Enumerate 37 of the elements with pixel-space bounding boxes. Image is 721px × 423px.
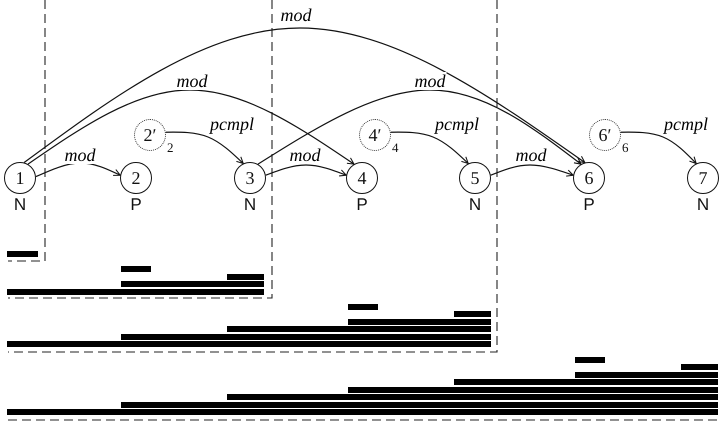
node-number: 7 [698, 169, 708, 187]
edge-label: pcmpl [434, 115, 480, 133]
node-number: 1 [16, 169, 24, 187]
category-label: N [14, 196, 26, 213]
arrow [24, 27, 586, 164]
edge-label: mod [288, 146, 322, 164]
subscript-label: 6 [622, 141, 628, 154]
arrow [258, 89, 582, 165]
category-label: N [244, 196, 256, 213]
edge-label: pcmpl [209, 115, 255, 133]
edge-label: mod [280, 6, 312, 24]
category-label: P [130, 196, 142, 213]
arrow [28, 89, 355, 165]
arrow [390, 132, 469, 164]
arrow [266, 164, 347, 176]
node-number: 3 [246, 169, 254, 187]
subscript-label: 4 [392, 141, 398, 154]
node-number: 4 [358, 169, 366, 187]
category-label: P [583, 196, 595, 213]
node-number: 2 [132, 169, 140, 187]
node-number: 6 [584, 169, 594, 187]
edge-label: mod [176, 72, 208, 90]
arrow [166, 132, 244, 164]
subscript-label: 2 [167, 141, 174, 154]
arrow [490, 164, 574, 177]
node-number: 5 [470, 169, 480, 187]
edge-label: mod [514, 146, 548, 164]
category-label: N [696, 196, 710, 213]
edge-label: pcmpl [663, 115, 709, 133]
node-number: 6′ [598, 126, 612, 144]
arrow [620, 132, 697, 164]
category-label: N [468, 196, 482, 213]
edge-label: mod [64, 146, 96, 164]
node-number: 4′ [368, 126, 382, 144]
edge-label: mod [414, 72, 446, 90]
category-label: P [356, 196, 368, 213]
node-number: 2′ [144, 126, 156, 144]
